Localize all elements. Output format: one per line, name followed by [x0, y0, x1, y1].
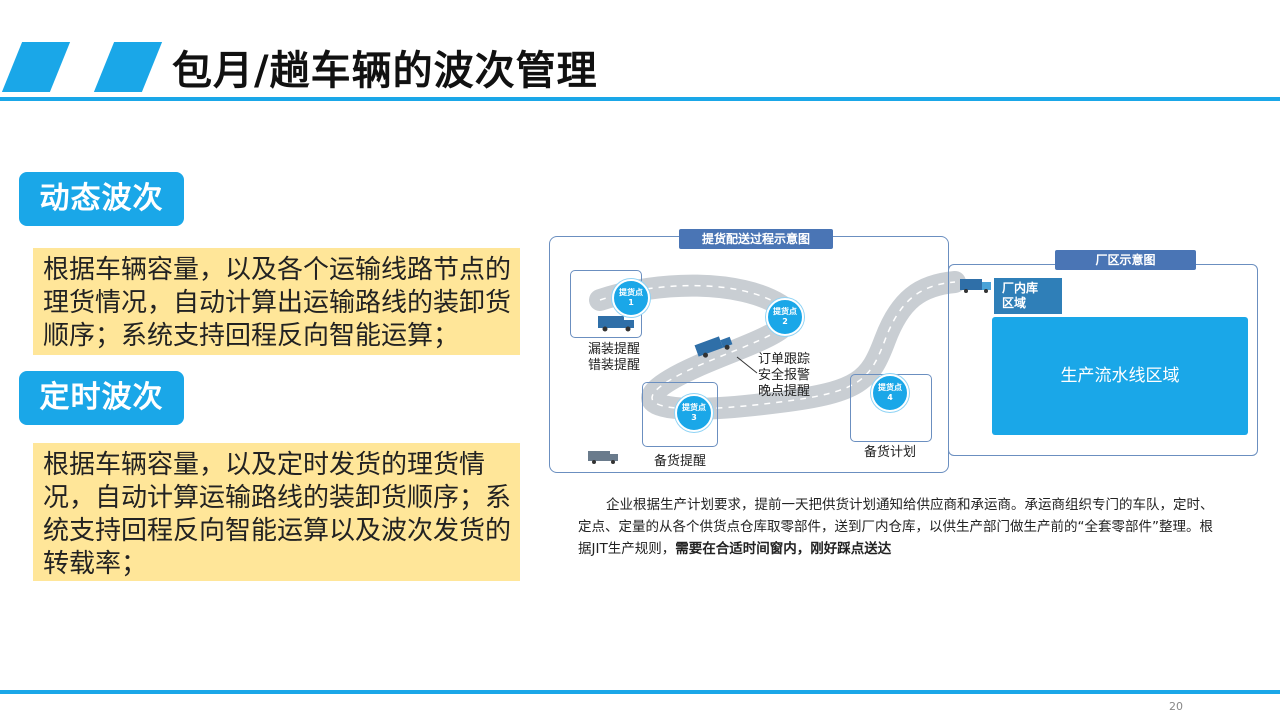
callout-truck-line2: 安全报警 [758, 368, 811, 383]
page-title: 包月/趟车辆的波次管理 [172, 48, 598, 94]
callout-p1-line1: 漏装提醒 [588, 342, 641, 357]
pickup-2-num: 2 [782, 317, 788, 326]
truck-icon [598, 316, 634, 332]
callout-p4: 备货计划 [864, 445, 917, 460]
callout-p1-line2: 错装提醒 [588, 358, 641, 373]
dynamic-wave-text: 根据车辆容量，以及各个运输线路节点的理货情况，自动计算出运输路线的装卸货顺序；系… [33, 248, 520, 355]
timed-wave-text: 根据车辆容量，以及定时发货的理货情况，自动计算运输路线的装卸货顺序；系统支持回程… [33, 443, 520, 581]
description: 企业根据生产计划要求，提前一天把供货计划通知给供应商和承运商。承运商组织专门的车… [578, 494, 1218, 560]
callout-truck-line1: 订单跟踪 [758, 352, 811, 367]
dynamic-wave-tag: 动态波次 [19, 172, 184, 226]
header-deco-left [1, 42, 71, 92]
delivery-frame-title: 提货配送过程示意图 [679, 229, 833, 249]
pickup-1-label: 提货点 [619, 288, 643, 297]
production-zone: 生产流水线区域 [992, 317, 1248, 435]
pickup-3-label: 提货点 [682, 403, 706, 412]
pickup-point-2: 提货点 2 [766, 298, 804, 336]
fleet-truck-icon [588, 451, 618, 464]
footer-rule [0, 690, 1280, 694]
inner-store-zone: 厂内库 区域 [994, 278, 1062, 314]
pickup-point-4: 提货点 4 [871, 374, 909, 412]
moving-truck-icon [694, 336, 733, 358]
description-text: 企业根据生产计划要求，提前一天把供货计划通知给供应商和承运商。承运商组织专门的车… [578, 497, 1214, 557]
pickup-3-box [642, 382, 718, 447]
arrival-truck-icon [960, 279, 991, 293]
pickup-1-num: 1 [628, 298, 634, 307]
pickup-2-label: 提货点 [773, 307, 797, 316]
header-deco-right [93, 42, 163, 92]
callout-truck-line3: 晚点提醒 [758, 384, 811, 399]
road-graphic [589, 271, 966, 420]
description-emphasis: 需要在合适时间窗内，刚好踩点送达 [675, 541, 892, 557]
pickup-4-label: 提货点 [878, 383, 902, 392]
pickup-4-num: 4 [887, 393, 893, 402]
timed-wave-tag: 定时波次 [19, 371, 184, 425]
pickup-3-num: 3 [691, 413, 697, 422]
pickup-point-3: 提货点 3 [675, 394, 713, 432]
callout-leader [736, 356, 758, 374]
factory-frame-title: 厂区示意图 [1055, 250, 1196, 270]
header-rule [0, 97, 1280, 101]
page-number: 20 [1169, 700, 1183, 713]
inner-store-line2: 区域 [1002, 296, 1027, 310]
inner-store-line1: 厂内库 [1002, 281, 1039, 295]
pickup-point-1: 提货点 1 [612, 279, 650, 317]
callout-p3: 备货提醒 [654, 454, 707, 469]
